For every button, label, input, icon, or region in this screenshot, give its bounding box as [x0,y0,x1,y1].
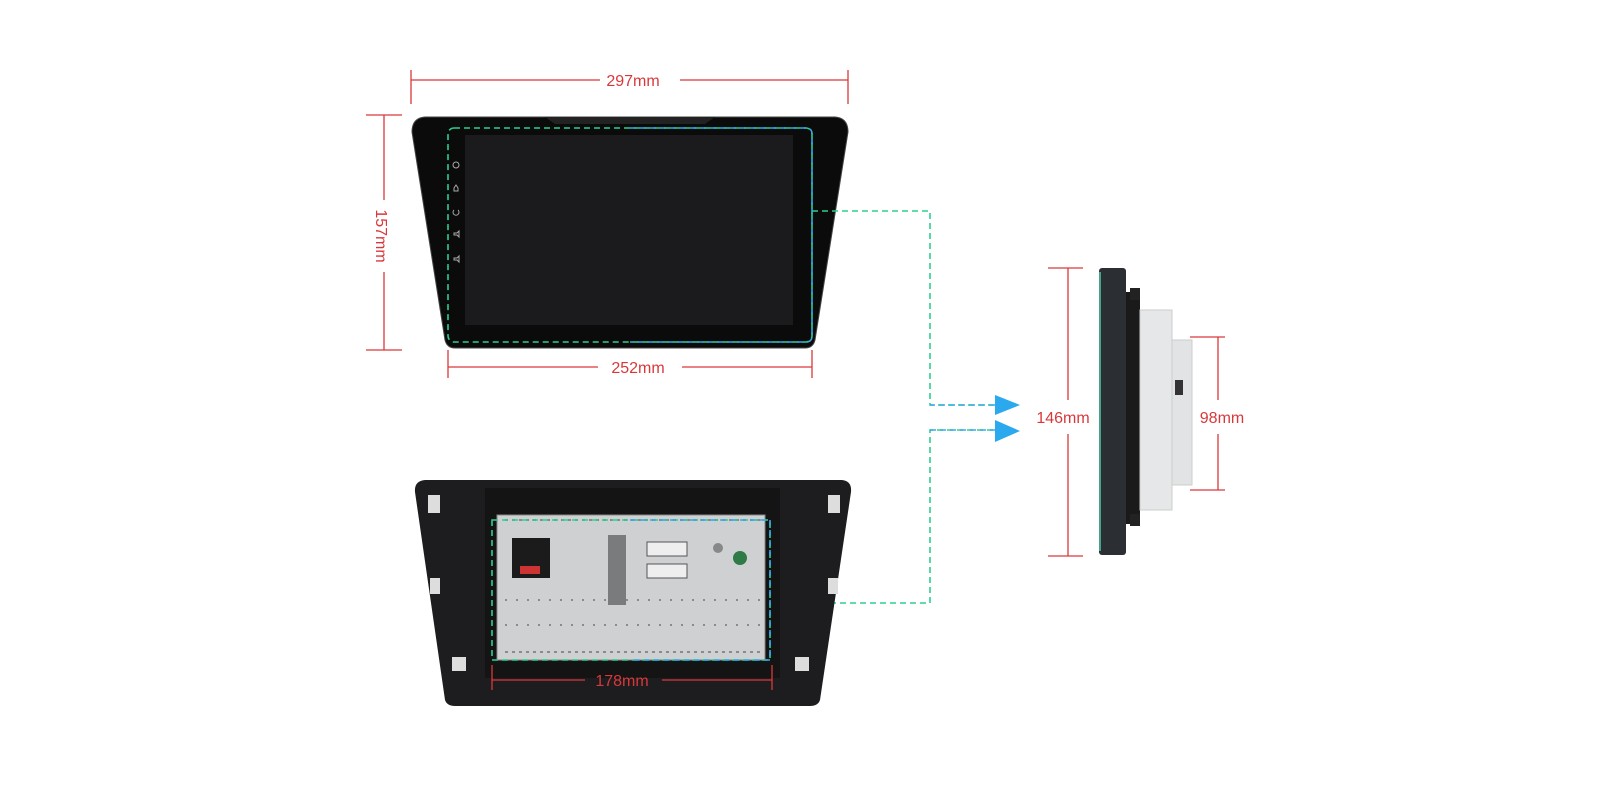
screen-width-label: 252mm [611,360,664,377]
dimension-side-height: 146mm [1036,267,1090,557]
arrow-icon [995,395,1020,415]
chassis-height-label: 98mm [1200,410,1244,427]
arrow-icon [995,420,1020,442]
side-height-label: 146mm [1036,410,1089,427]
dimension-screen-width: 252mm [447,350,813,378]
connector-lines [770,210,1020,604]
back-outline-blue [630,519,771,661]
screen [465,135,793,325]
chassis [496,514,766,661]
dimension-front-width: 297mm [410,70,849,104]
side-buttons-icons [452,161,460,264]
front-view [411,116,849,349]
dimension-chassis-height: 98mm [1190,336,1244,491]
back-outline-green [491,519,771,661]
side-view [1099,268,1193,555]
front-height-label: 157mm [372,209,389,262]
chassis-width-label: 178mm [595,673,648,690]
dimension-chassis-width: 178mm [491,665,773,690]
front-width-label: 297mm [606,73,659,90]
front-outline-blue [630,127,813,343]
back-view [414,480,852,706]
dimension-front-height: 157mm [366,114,402,351]
